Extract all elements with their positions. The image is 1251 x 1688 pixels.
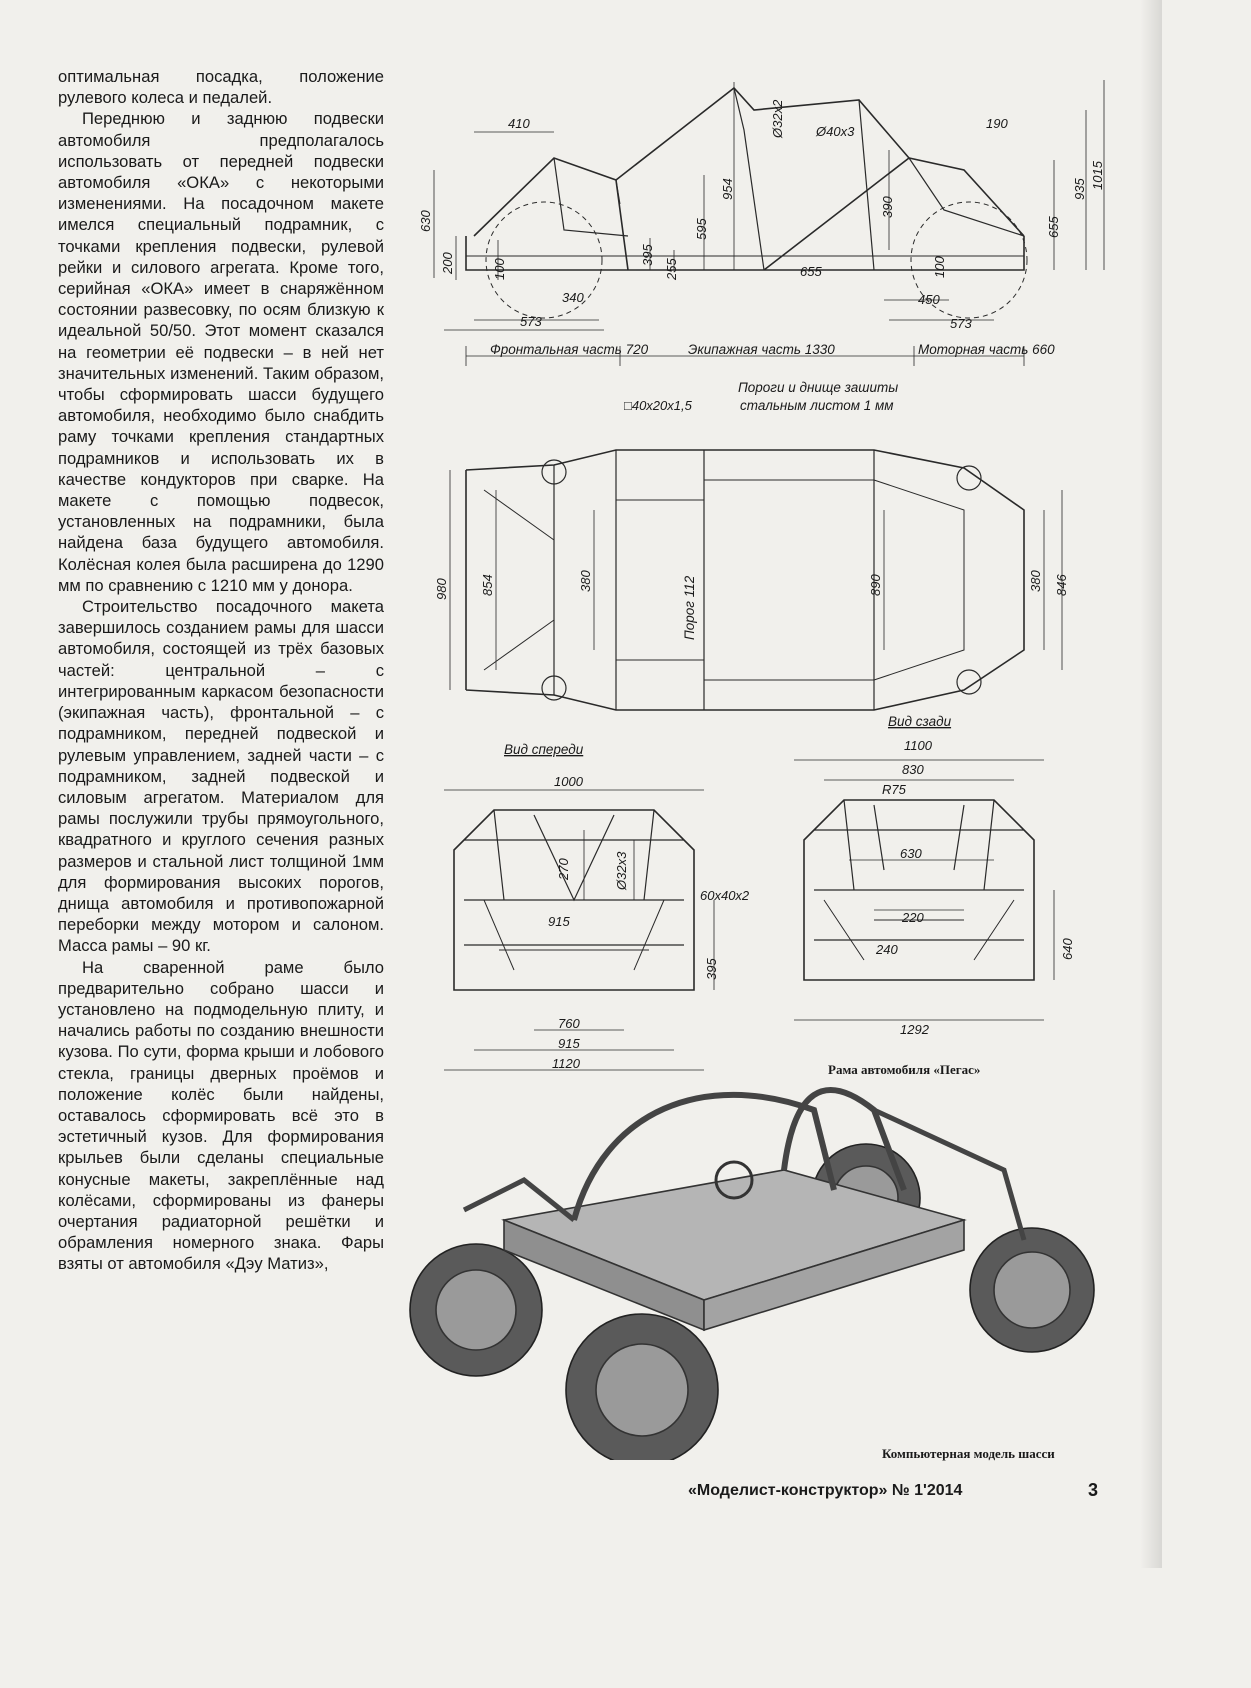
dim-573-front: 573 bbox=[520, 314, 542, 329]
side-view-drawing bbox=[433, 80, 1105, 366]
dim-854: 854 bbox=[480, 574, 495, 596]
dim-1015: 1015 bbox=[1090, 160, 1105, 190]
dim-450: 450 bbox=[918, 292, 940, 307]
page-edge-shadow bbox=[1140, 0, 1162, 1568]
rear-view-labels: Вид сзади 1100 830 R75 630 220 240 640 1… bbox=[875, 714, 1075, 1037]
dim-190: 190 bbox=[986, 116, 1008, 131]
section-crew: Экипажная часть 1330 bbox=[688, 342, 835, 357]
dim-340: 340 bbox=[562, 290, 584, 305]
dim-1100: 1100 bbox=[904, 738, 933, 753]
paragraph-4: На сваренной раме было предварительно со… bbox=[58, 957, 384, 1274]
dim-760: 760 bbox=[558, 1016, 580, 1031]
dim-380-rear: 380 bbox=[1028, 570, 1043, 592]
chassis-3d-model bbox=[409, 1087, 1095, 1460]
dim-tube-32x2: Ø32х2 bbox=[770, 99, 785, 139]
dim-395: 395 bbox=[640, 244, 655, 266]
dim-935: 935 bbox=[1072, 178, 1087, 200]
dim-573-rear: 573 bbox=[950, 316, 972, 331]
dim-1000: 1000 bbox=[554, 774, 584, 789]
dim-1292: 1292 bbox=[900, 1022, 930, 1037]
top-view-drawing bbox=[449, 449, 1063, 711]
top-note-line1: Пороги и днище зашиты bbox=[738, 380, 898, 395]
dim-tube-32x3: Ø32х3 bbox=[614, 851, 629, 891]
dim-954: 954 bbox=[720, 178, 735, 200]
dim-r75: R75 bbox=[882, 782, 907, 797]
dim-380-front: 380 bbox=[578, 570, 593, 592]
rear-view-drawing bbox=[794, 759, 1055, 1021]
dim-100-rear: 100 bbox=[932, 256, 947, 278]
dim-1120: 1120 bbox=[552, 1056, 581, 1071]
side-view-labels: 410 Ø32х2 Ø40х3 190 630 200 100 395 255 … bbox=[418, 99, 1105, 357]
page-number: 3 bbox=[1088, 1480, 1099, 1500]
dim-830: 830 bbox=[902, 762, 924, 777]
frame-caption: Рама автомобиля «Пегас» bbox=[828, 1062, 981, 1077]
top-tube-section: □40х20х1,5 bbox=[624, 398, 693, 413]
section-engine: Моторная часть 660 bbox=[918, 342, 1055, 357]
article-text-column: оптимальная посадка, положение рулевого … bbox=[58, 66, 384, 1275]
dim-655-vert: 655 bbox=[1046, 216, 1061, 238]
magazine-page: оптимальная посадка, положение рулевого … bbox=[58, 0, 1162, 1568]
dim-tube-40x3: Ø40х3 bbox=[815, 124, 855, 139]
dim-255: 255 bbox=[664, 258, 679, 281]
rear-view-title: Вид сзади bbox=[888, 714, 952, 729]
dim-220: 220 bbox=[901, 910, 924, 925]
dim-915-upper: 915 bbox=[548, 914, 570, 929]
dim-270: 270 bbox=[556, 858, 571, 881]
dim-410: 410 bbox=[508, 116, 530, 131]
dim-595: 595 bbox=[694, 218, 709, 240]
frame-drawings-figure: 410 Ø32х2 Ø40х3 190 630 200 100 395 255 … bbox=[404, 70, 1110, 1461]
top-view-labels: Пороги и днище зашиты стальным листом 1 … bbox=[434, 380, 1069, 640]
dim-60x40x2: 60х40х2 bbox=[700, 888, 750, 903]
dim-980: 980 bbox=[434, 578, 449, 600]
dim-240: 240 bbox=[875, 942, 898, 957]
dim-200: 200 bbox=[440, 252, 455, 275]
front-view-title: Вид спереди bbox=[504, 742, 584, 757]
dim-100-front: 100 bbox=[492, 258, 507, 280]
sill-label: Порог 112 bbox=[682, 575, 697, 640]
dim-655-horiz: 655 bbox=[800, 264, 822, 279]
frame-drawings-svg: 410 Ø32х2 Ø40х3 190 630 200 100 395 255 … bbox=[409, 80, 1105, 1460]
front-view-drawing bbox=[444, 789, 715, 1071]
dim-630: 630 bbox=[418, 210, 433, 232]
dim-915-lower: 915 bbox=[558, 1036, 580, 1051]
dim-890: 890 bbox=[868, 574, 883, 596]
section-front: Фронтальная часть 720 bbox=[490, 342, 649, 357]
paragraph-3: Строительство посадочного макета заверши… bbox=[58, 597, 384, 956]
front-view-labels: Вид спереди 1000 270 Ø32х3 60х40х2 915 3… bbox=[504, 742, 750, 1071]
paragraph-1: оптимальная посадка, положение рулевого … bbox=[58, 67, 384, 108]
dim-395-front: 395 bbox=[704, 958, 719, 980]
dim-846: 846 bbox=[1054, 574, 1069, 596]
top-note-line2: стальным листом 1 мм bbox=[740, 398, 894, 413]
magazine-footer: «Моделист-конструктор» № 1'2014 bbox=[688, 1482, 963, 1499]
dim-630-rear: 630 bbox=[900, 846, 922, 861]
model-caption: Компьютерная модель шасси bbox=[882, 1446, 1055, 1461]
paragraph-2: Переднюю и заднюю подвески автомобиля пр… bbox=[58, 109, 384, 595]
dim-390: 390 bbox=[880, 196, 895, 218]
dim-640: 640 bbox=[1060, 938, 1075, 960]
